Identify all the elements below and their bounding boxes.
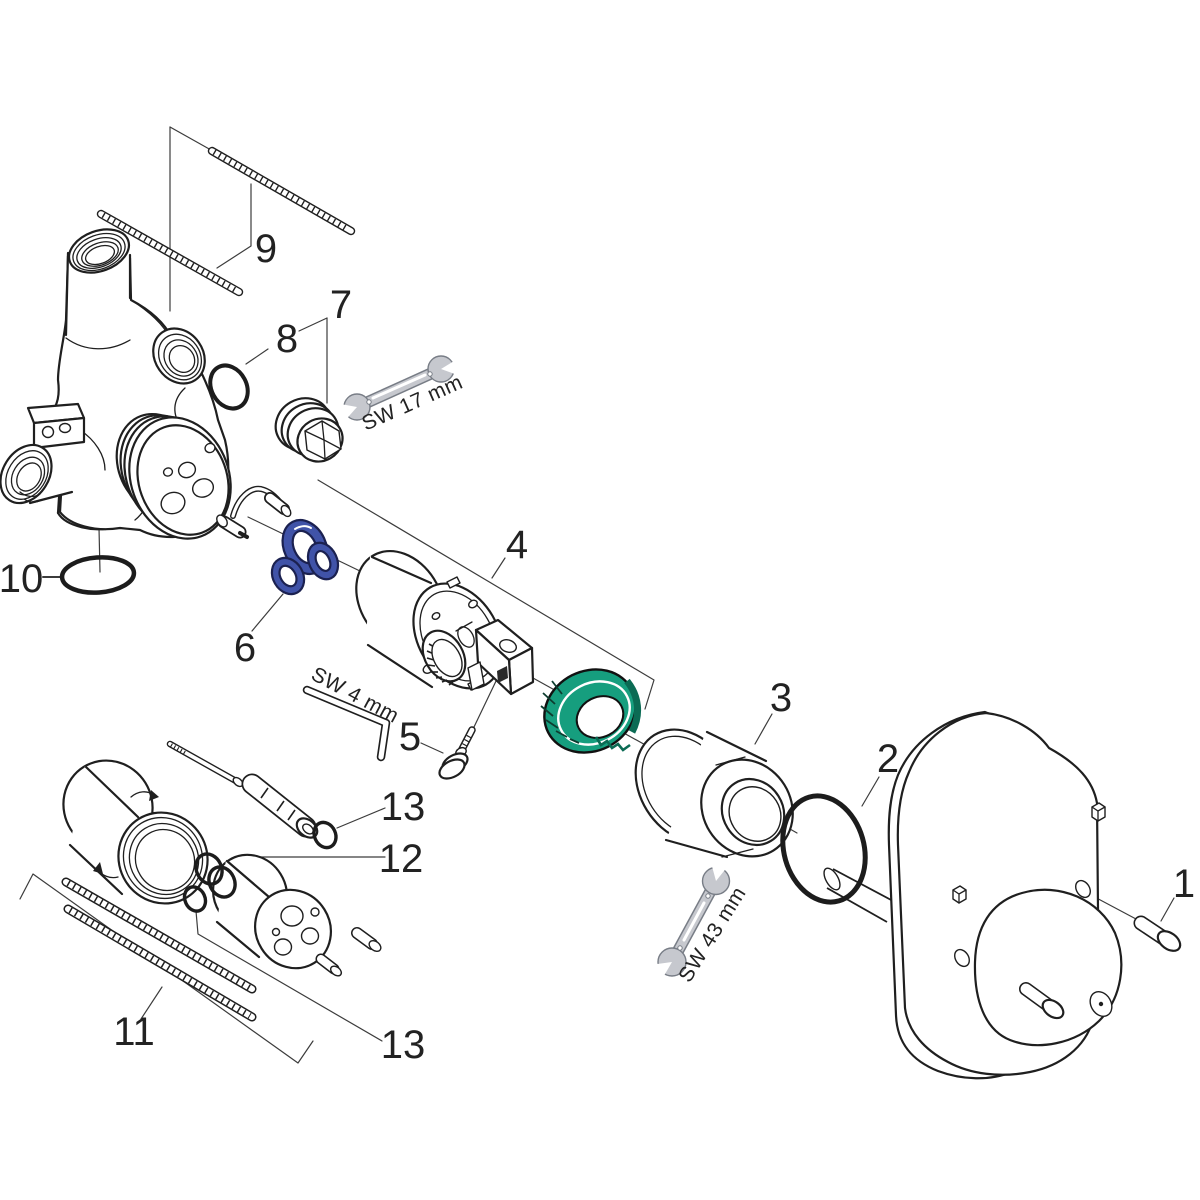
leader-lines [19,126,1175,1064]
o-ring-13-bottom [182,885,208,913]
locking-ring-green [540,668,642,754]
pins-1 [1019,915,1182,1020]
pin [315,953,343,977]
screw-5 [438,726,476,780]
threaded-rod [207,146,356,236]
wrench-sw17 [335,355,463,424]
part-label-8: 8 [276,317,298,361]
threaded-rod [61,877,257,994]
part-label-4: 4 [506,523,528,567]
o-ring-2 [780,793,868,905]
handle-knob [973,888,1123,1047]
part-label-9: 9 [255,227,277,271]
part-label-13-bottom: 13 [381,1023,426,1067]
rotation-arrow [93,862,119,879]
pin [351,927,382,953]
spindle-adapter [241,773,319,839]
part-label-11: 11 [113,1010,155,1054]
extension-set-11 [61,740,382,1022]
flange-holes [160,442,216,515]
cartridge-4 [355,549,535,696]
pin [1133,915,1182,952]
threaded-rod [96,209,244,297]
wrench-sw43 [650,859,731,981]
spindle [166,740,244,788]
function-block [212,853,332,970]
part-label-13-top: 13 [381,785,426,829]
rotation-arrow [130,790,159,801]
sleeve-3 [634,728,794,859]
part-label-10: 10 [0,557,43,601]
threaded-rods-9 [96,146,356,297]
part-label-2: 2 [877,737,899,781]
hex-plug-7 [274,397,344,463]
part-label-5: 5 [399,715,421,759]
seal-set-6 [270,519,340,596]
part-label-3: 3 [770,676,792,720]
o-ring-13-top [312,820,338,850]
wall-pipe-stub [823,867,894,923]
plate-clip [952,885,967,904]
o-rings-12 [194,852,237,899]
mounting-tab [26,402,86,450]
part-label-1: 1 [1173,862,1195,906]
plate-clip [1091,802,1106,822]
o-ring-8 [208,363,250,411]
valve-body [0,228,232,540]
threaded-rod [63,904,257,1022]
o-ring-10 [59,555,137,595]
part-labels: 9 7 8 10 6 4 5 13 12 11 13 3 2 1 [0,227,1195,1067]
part-label-7: 7 [330,283,352,327]
retaining-clip [216,485,292,539]
part-label-12: 12 [379,837,424,881]
pin [1019,982,1065,1020]
allen-key-sw4 [302,685,391,762]
part-label-6: 6 [234,626,256,670]
